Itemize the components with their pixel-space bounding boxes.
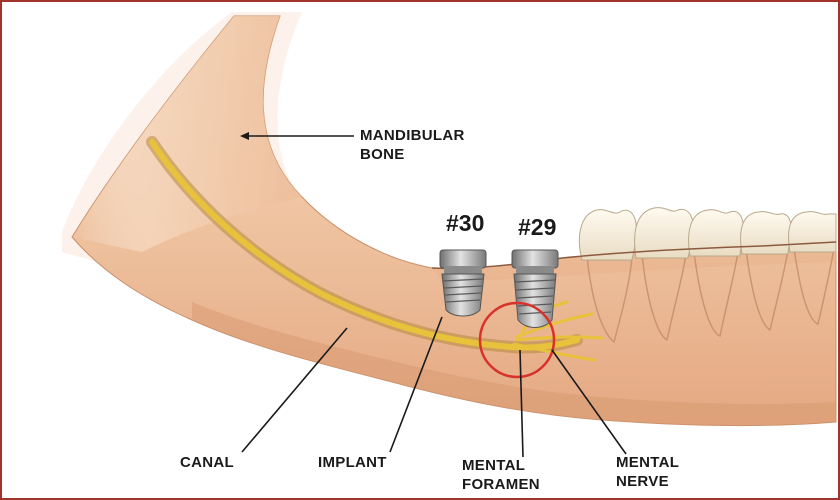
leader-lines: [241, 135, 627, 458]
leader-mental-nerve: [551, 349, 627, 455]
label-mandibular-bone: MANDIBULAR BONE: [360, 127, 465, 163]
implant-30: [439, 249, 487, 317]
implant-29: [511, 249, 559, 328]
implant-number-29: #29: [518, 214, 557, 240]
leader-arrowheads: [240, 132, 249, 140]
foramen-highlight-ring: [478, 301, 556, 379]
tooth-5: [788, 211, 837, 253]
teeth: [578, 207, 837, 261]
leader-canal: [241, 327, 348, 453]
label-implant: IMPLANT: [318, 454, 387, 471]
leader-mental-foramen: [519, 349, 524, 458]
bone-lower-shadow: [192, 302, 836, 426]
arrowhead-mandibular-bone: [240, 132, 249, 140]
label-mental-nerve: MENTAL NERVE: [616, 454, 680, 490]
tooth-roots: [586, 247, 835, 344]
ramus-shade: [72, 16, 302, 252]
tooth-4: [740, 211, 793, 255]
label-canal: CANAL: [180, 454, 234, 471]
implant-number-30: #30: [446, 210, 485, 236]
label-mental-foramen: MENTAL FORAMEN: [462, 457, 540, 493]
tooth-3: [688, 209, 744, 257]
leader-implant: [389, 316, 443, 453]
